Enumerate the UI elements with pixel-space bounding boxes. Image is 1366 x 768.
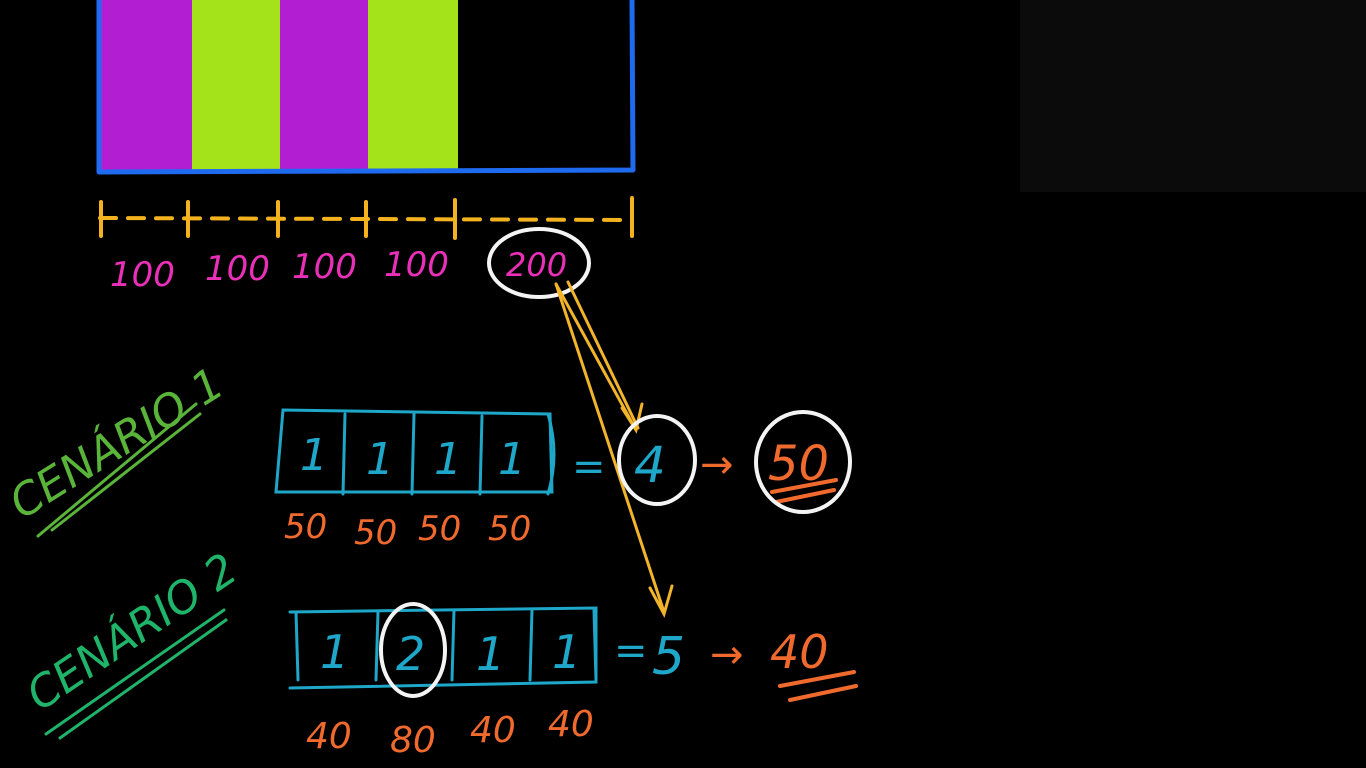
arrows-from-200 <box>554 280 674 618</box>
scenario-1-equals: = <box>572 444 606 490</box>
scenario-2-value-1: 40 <box>306 716 352 757</box>
dark-video-overlay <box>1020 0 1366 192</box>
scenario-1-arrow: → <box>700 442 734 488</box>
scale-label-1: 100 <box>110 255 175 295</box>
arrow-to-total-1-b <box>566 280 640 430</box>
scenario-1-box <box>274 408 556 496</box>
scenario-2-equals: = <box>614 628 648 674</box>
scenario-2-value-2: 80 <box>390 720 436 761</box>
scenario-1-value-2: 50 <box>354 513 397 553</box>
scenario-1-divider-1 <box>341 412 347 496</box>
scenario-1-box-outline <box>274 408 554 494</box>
scenario-2-box <box>288 606 598 690</box>
stacked-bar <box>96 0 636 175</box>
scenario-1-values: 50 50 50 50 <box>284 507 531 553</box>
scale-ruler <box>98 196 634 240</box>
scenario-1-bracket <box>546 412 556 496</box>
scenario-1-divider-2 <box>410 412 416 496</box>
scale-label-2: 100 <box>205 249 270 289</box>
scenario-1-total-circle <box>617 414 697 506</box>
bar-segment-lime-2 <box>368 0 458 170</box>
bar-outline <box>96 0 636 175</box>
arrow-to-total-1 <box>554 282 638 432</box>
scenario-2-cell-circle <box>379 602 447 698</box>
scale-label-4: 100 <box>384 245 449 285</box>
scenario-1-cell-4: 1 <box>498 434 526 485</box>
scenario-1-cell-1: 1 <box>300 430 328 481</box>
arrow-head-2 <box>648 584 674 618</box>
scale-label-5: 200 <box>506 246 567 284</box>
scenario-2-arrow: → <box>710 632 744 678</box>
bar-segment-lime-1 <box>192 0 280 170</box>
scenario-2-cell-2: 2 <box>396 627 425 681</box>
scale-label-3: 100 <box>292 247 357 287</box>
scenario-1-cells: 1 1 1 1 <box>300 430 526 485</box>
scenario-2-left-edge <box>294 610 300 682</box>
scenario-2-cell-1: 1 <box>320 625 349 679</box>
scenario-2-values: 40 80 40 40 <box>306 704 594 761</box>
arrow-to-total-2 <box>554 282 666 614</box>
scenario-1-label: CENÁRIO 1 <box>0 356 233 529</box>
scale-labels: 100 100 100 100 200 <box>110 245 567 295</box>
scenario-2-value-3: 40 <box>470 710 516 751</box>
scenario-2-cells: 1 2 1 1 <box>320 625 581 681</box>
scenario-1-result-circle <box>754 410 852 514</box>
scenario-1-total: 4 <box>634 436 666 494</box>
scenario-1-value-3: 50 <box>418 509 461 549</box>
scenario-1-result-underline <box>770 478 838 504</box>
highlight-circle-200 <box>487 227 591 299</box>
bar-segment-purple-2 <box>280 0 368 170</box>
scenario-1-divider-3 <box>478 414 484 496</box>
scenario-2-result: 40 <box>770 625 829 679</box>
bar-segment-purple-1 <box>100 0 192 170</box>
scenario-2-divider-3 <box>528 608 534 682</box>
scenario-1-cell-3: 1 <box>434 434 462 485</box>
scenario-2-cell-4: 1 <box>552 625 581 679</box>
scenario-2-total: 5 <box>652 627 685 687</box>
scenario-1-value-4: 50 <box>488 509 531 549</box>
scenario-1-cell-2: 1 <box>366 434 394 485</box>
scenario-2-divider-1 <box>374 610 380 682</box>
scenario-2-underline <box>44 608 228 740</box>
scenario-2-result-underline <box>778 670 858 702</box>
scenario-2-right-edge <box>592 608 598 682</box>
scenario-2-value-4: 40 <box>548 704 594 745</box>
scenario-1-underline <box>36 402 202 538</box>
scenario-1-value-1: 50 <box>284 507 327 547</box>
arrow-head-1 <box>620 402 644 434</box>
scenario-2-divider-2 <box>450 608 456 682</box>
scenario-2-cell-3: 1 <box>476 627 505 681</box>
